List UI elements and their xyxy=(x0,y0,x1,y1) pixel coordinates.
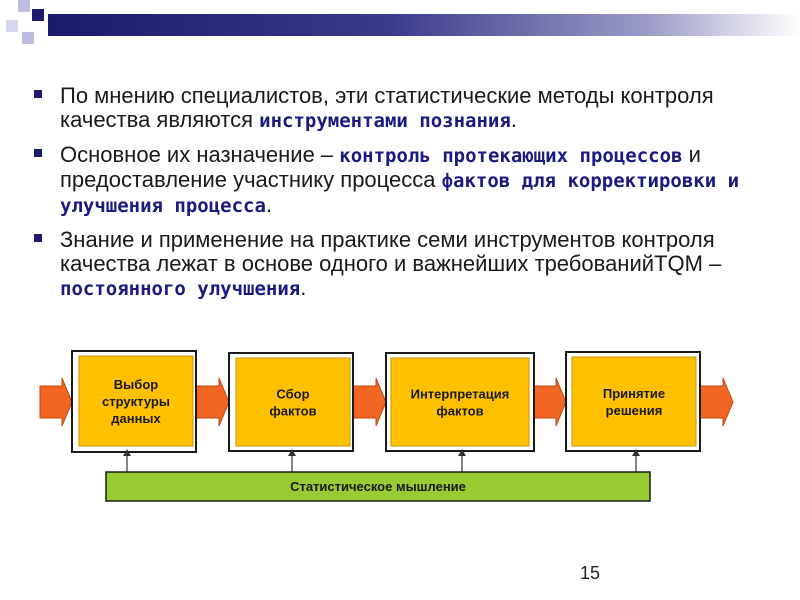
decor-square xyxy=(22,32,34,44)
process-box-label: решения xyxy=(606,403,663,418)
connector-arrowhead xyxy=(632,449,640,456)
process-box-label: Выбор xyxy=(114,377,158,392)
process-box xyxy=(571,356,697,447)
decor-square xyxy=(6,20,18,32)
bullet-text: . xyxy=(265,192,273,217)
process-box-label: Принятие xyxy=(603,386,665,401)
emphasis-text: инструментами познания xyxy=(259,110,511,132)
decor-square xyxy=(18,0,30,12)
connector-arrowhead xyxy=(288,449,296,456)
bullet-text: и предоставление участнику процесса xyxy=(60,142,701,192)
flow-arrow xyxy=(352,377,387,427)
connector-arrowhead xyxy=(458,449,466,456)
emphasis-text: контроль протекающих процессов xyxy=(339,145,683,167)
process-box-label: данных xyxy=(111,411,161,426)
bullet-text: Основное их назначение – xyxy=(60,142,340,167)
process-box-label: фактов xyxy=(436,404,483,419)
emphasis-text: фактов для корректировки и улучшения про… xyxy=(60,170,740,217)
bullet-list: По мнению специалистов, эти статистическ… xyxy=(30,84,770,311)
bullet-text: . xyxy=(300,275,307,300)
bullet-item: Основное их назначение – контроль протек… xyxy=(30,143,770,218)
bullet-item: Знание и применение на практике семи инс… xyxy=(30,228,770,301)
flow-arrow xyxy=(39,377,73,427)
page-number: 15 xyxy=(580,563,601,583)
decor-square xyxy=(32,9,44,21)
process-box xyxy=(235,357,351,447)
flow-arrow xyxy=(195,377,230,427)
flow-arrow xyxy=(533,377,567,427)
statistical-thinking-label: Статистическое мышление xyxy=(290,479,466,494)
process-box-label: фактов xyxy=(269,404,316,419)
header-gradient-bar xyxy=(48,14,800,36)
process-box-label: Сбор xyxy=(276,387,309,402)
bullet-square-icon xyxy=(34,234,42,242)
bullet-item: По мнению специалистов, эти статистическ… xyxy=(30,84,770,133)
emphasis-text: постоянного улучшения xyxy=(60,278,301,300)
process-box-label: структуры xyxy=(102,394,170,409)
bullet-square-icon xyxy=(34,90,42,98)
process-box xyxy=(390,357,530,447)
bullet-text: . xyxy=(510,107,517,132)
process-box-label: Интерпретация xyxy=(411,387,510,402)
bullet-text: По мнению специалистов, эти статистическ… xyxy=(60,83,714,132)
flow-arrow xyxy=(699,377,734,427)
bullet-square-icon xyxy=(34,149,42,157)
statistical-thinking-bar xyxy=(105,471,651,502)
connector-arrowhead xyxy=(123,449,131,456)
process-box xyxy=(78,355,194,447)
bullet-text: Знание и применение на практике семи инс… xyxy=(60,227,722,276)
